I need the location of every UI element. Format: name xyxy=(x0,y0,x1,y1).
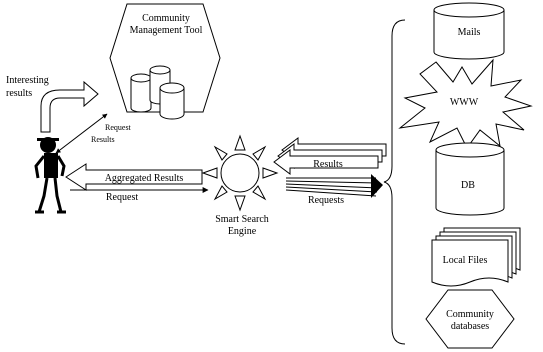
aggregated-results-arrow: Aggregated Results xyxy=(65,163,203,191)
request-arrow: Request xyxy=(70,187,209,203)
results-stacked-arrows: Results xyxy=(273,137,387,175)
interesting-label-2: results xyxy=(6,88,32,99)
smart-search-engine: Smart Search Engine xyxy=(201,134,279,237)
community-db-label-1: Community xyxy=(446,309,494,320)
engine-label-1: Smart Search xyxy=(215,214,269,225)
aggregated-results-label: Aggregated Results xyxy=(105,173,184,184)
user-figure-icon xyxy=(34,137,66,214)
local-files-label: Local Files xyxy=(443,255,488,266)
interesting-results: Interesting results xyxy=(6,75,99,133)
sun-icon xyxy=(201,134,279,212)
explosion-icon xyxy=(398,58,533,149)
community-management-tool: Community Management Tool xyxy=(109,3,221,120)
community-db-label-2: databases xyxy=(451,321,489,332)
engine-label-2: Engine xyxy=(228,226,257,237)
results-small-label: Results xyxy=(91,135,115,144)
requests-label: Requests xyxy=(308,195,344,206)
request-results-link: Request Results xyxy=(55,113,132,154)
interesting-label-1: Interesting xyxy=(6,75,49,86)
community-databases-source: Community databases xyxy=(425,289,515,349)
requests-arrows: Requests xyxy=(285,174,383,206)
request-label: Request xyxy=(106,192,138,203)
community-tool-label-2: Management Tool xyxy=(130,25,203,36)
results-label: Results xyxy=(313,159,343,170)
community-tool-label-1: Community xyxy=(142,13,190,24)
tool-database-icon xyxy=(130,65,185,120)
local-files-source: Local Files xyxy=(431,227,521,287)
www-source: WWW xyxy=(398,58,533,149)
mails-source: Mails xyxy=(433,2,505,60)
www-label: WWW xyxy=(450,97,479,108)
mails-label: Mails xyxy=(458,27,481,38)
request-small-label: Request xyxy=(105,123,132,132)
curved-up-arrow-icon xyxy=(40,80,99,133)
sources-brace xyxy=(383,19,406,345)
db-label: DB xyxy=(461,180,475,191)
db-source: DB xyxy=(435,142,505,216)
